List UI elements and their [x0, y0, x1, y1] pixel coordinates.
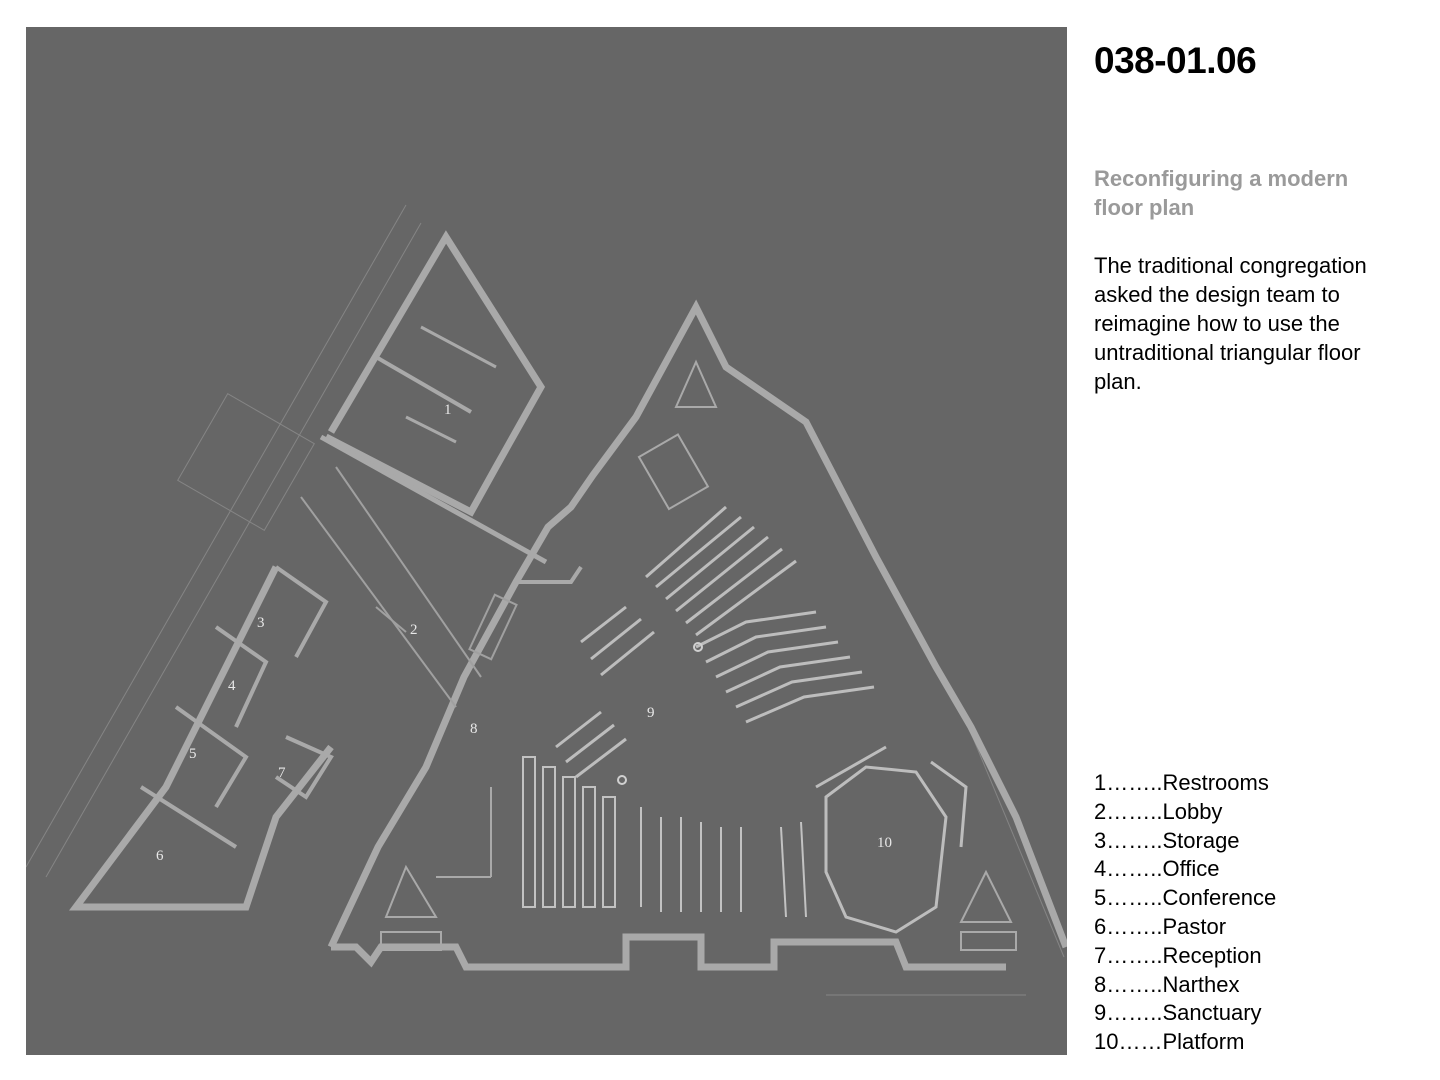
- legend-item: 8……..Narthex: [1094, 971, 1240, 997]
- room-number-8: 8: [470, 721, 478, 737]
- legend-item: 9……..Sanctuary: [1094, 1000, 1262, 1026]
- sanctuary-building-walls: [327, 299, 1067, 971]
- legend-item: 2……..Lobby: [1094, 798, 1223, 824]
- legend-item: 10……Platform: [1094, 1029, 1245, 1055]
- room-number-7: 7: [278, 765, 286, 781]
- room-number-10: 10: [877, 835, 892, 851]
- room-number-5: 5: [189, 746, 197, 762]
- sheet-description: The traditional congregation asked the d…: [1094, 253, 1367, 394]
- room-legend: 1……..Restrooms 2……..Lobby 3……..Storage 4…: [1094, 769, 1276, 1057]
- annex-wing-walls: [69, 230, 548, 911]
- room-number-2: 2: [410, 622, 418, 638]
- sheet-id: 038-01.06: [1094, 40, 1257, 81]
- room-number-3: 3: [257, 615, 265, 631]
- room-number-1: 1: [444, 402, 452, 418]
- pews-front: [522, 756, 807, 918]
- legend-item: 7……..Reception: [1094, 942, 1262, 968]
- sheet-subtitle: Reconfiguring a modern floor plan: [1094, 166, 1349, 220]
- floor-plan-svg: 1 2 3 4 5 6 7 8 9 10: [26, 204, 1067, 996]
- room-number-labels: 1 2 3 4 5 6 7 8 9 10: [156, 402, 892, 864]
- pews-upper: [645, 505, 797, 637]
- legend-item: 5……..Conference: [1094, 885, 1277, 911]
- floor-plan-drawing: 1 2 3 4 5 6 7 8 9 10: [26, 27, 1067, 1055]
- legend-item: 3……..Storage: [1094, 827, 1240, 853]
- legend-item: 6……..Pastor: [1094, 913, 1227, 939]
- room-number-4: 4: [228, 678, 236, 694]
- legend-item: 4……..Office: [1094, 856, 1220, 882]
- pews-right: [695, 610, 875, 724]
- room-number-6: 6: [156, 848, 164, 864]
- pews-left: [555, 605, 655, 779]
- platform-outline: [815, 745, 968, 934]
- legend-item: 1……..Restrooms: [1094, 770, 1269, 795]
- room-number-9: 9: [647, 705, 655, 721]
